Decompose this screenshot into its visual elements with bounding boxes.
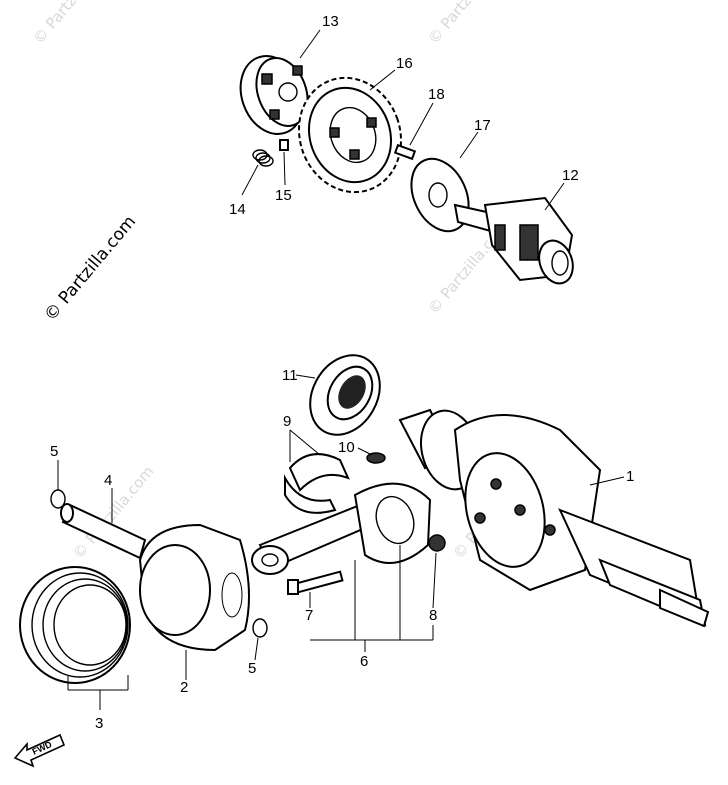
part-5-clip-drawing [50,489,66,509]
part-14-drawing [252,149,274,167]
part-6-drawing [251,482,432,575]
callout-1: 1 [626,468,634,485]
callout-2: 2 [180,679,188,696]
watermark-main: © Partzilla.com [41,212,141,325]
part-18-drawing [393,143,417,161]
callout-8: 8 [429,607,437,624]
part-2-drawing [138,523,250,652]
fwd-arrow: FWD [13,733,66,768]
part-13-drawing [239,55,309,135]
callout-14: 14 [229,201,246,218]
callout-13: 13 [322,13,339,30]
watermark-tile: © Partzilla.com [424,0,512,48]
part-5-clip-drawing [252,618,268,638]
part-4-drawing [60,503,147,560]
callout-4: 4 [104,472,112,489]
callout-6: 6 [360,653,368,670]
callout-12: 12 [562,167,579,184]
callout-17: 17 [474,117,491,134]
part-9-drawing [284,453,350,514]
callout-18: 18 [428,86,445,103]
part-16-drawing [297,76,403,194]
leader-lines [57,29,625,710]
part-11-drawing [309,354,381,436]
part-7-drawing [287,570,344,595]
callout-3: 3 [95,715,103,732]
callout-5-lower: 5 [248,660,256,677]
watermark-tile: © Partzilla.com [29,0,117,48]
part-12-drawing [453,196,574,285]
part-17-drawing [410,157,470,233]
callout-10: 10 [338,439,355,456]
callout-5-upper: 5 [50,443,58,460]
part-3-drawing [19,566,131,684]
callout-16: 16 [396,55,413,72]
part-8-drawing [428,534,446,552]
part-10-drawing [366,452,386,464]
callout-15: 15 [275,187,292,204]
part-1-drawing [398,408,710,628]
part-15-drawing [279,139,289,151]
callout-9: 9 [283,413,291,430]
callout-7: 7 [305,607,313,624]
callout-11: 11 [282,367,298,384]
